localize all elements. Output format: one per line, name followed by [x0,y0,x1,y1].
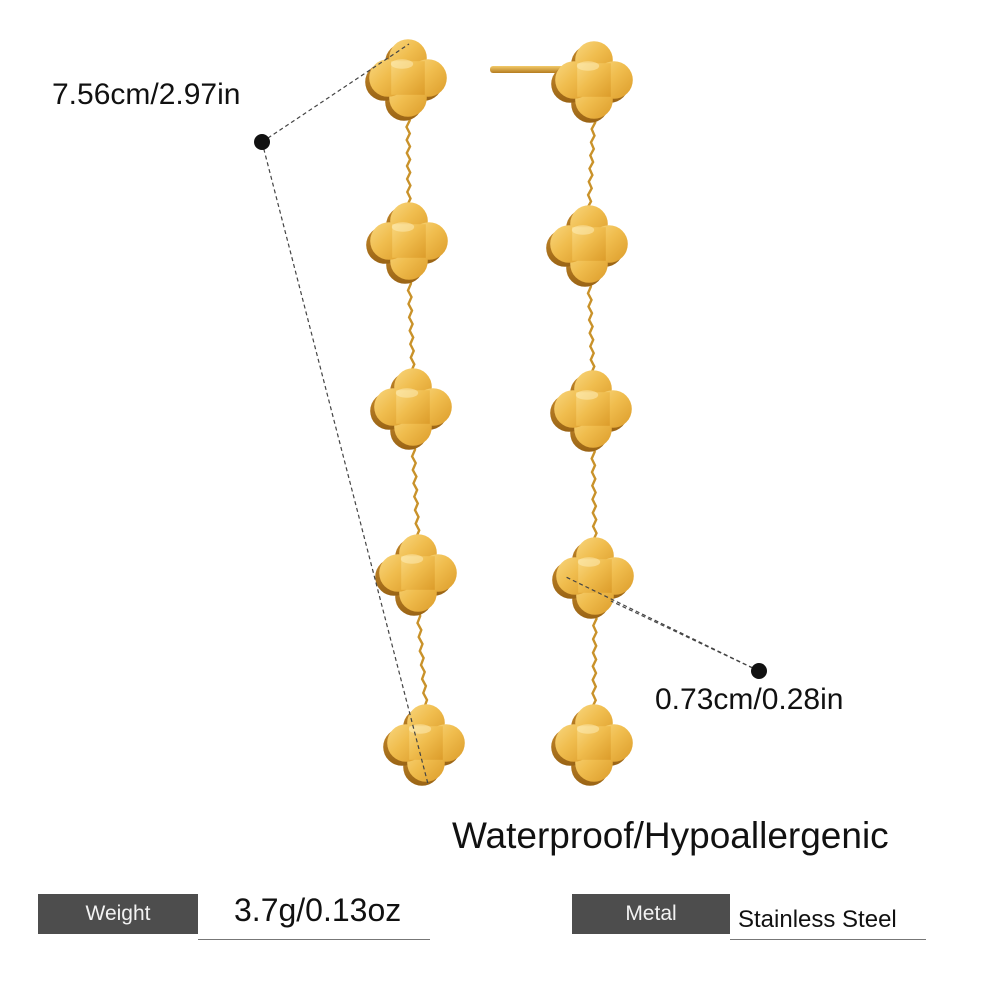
chain-segment [591,611,598,708]
metal-spec: Metal Stainless Steel [572,894,932,940]
metal-spec-label: Metal [572,894,730,934]
chain-segment [405,113,412,206]
clover-charm-icon [365,39,447,121]
earring-charms [365,39,634,786]
metal-spec-value: Stainless Steel [738,906,897,933]
length-dimension-guide [261,43,429,785]
charm-size-dimension-guide [565,576,760,672]
weight-spec-value: 3.7g/0.13oz [234,892,402,928]
features-text: Waterproof/Hypoallergenic [452,815,889,856]
chain-segment [586,279,596,374]
charm-size-dimension-dot [751,663,767,679]
clover-charm-icon [366,202,448,284]
weight-spec-underline [198,939,430,940]
clover-charm-icon [375,534,457,616]
clover-charm-icon [546,205,628,287]
chain-segment [586,115,597,209]
clover-charm-icon [552,537,634,619]
earring-chains [405,113,598,708]
weight-spec-label: Weight [38,894,198,934]
metal-spec-underline [730,939,926,940]
clover-charm-icon [551,41,633,123]
length-dimension-dot [254,134,270,150]
clover-charm-icon [550,370,632,452]
weight-spec: Weight 3.7g/0.13oz [38,892,430,940]
clover-charm-icon [383,704,465,786]
clover-charm-icon [370,368,452,450]
chain-segment [406,276,416,372]
charm-size-dimension-label: 0.73cm/0.28in [655,683,844,716]
clover-charm-icon [551,704,633,786]
chain-segment [590,444,598,541]
earring-stud-post [490,66,578,73]
chain-segment [416,608,429,708]
length-dimension-label: 7.56cm/2.97in [52,78,241,111]
chain-segment [410,442,421,538]
